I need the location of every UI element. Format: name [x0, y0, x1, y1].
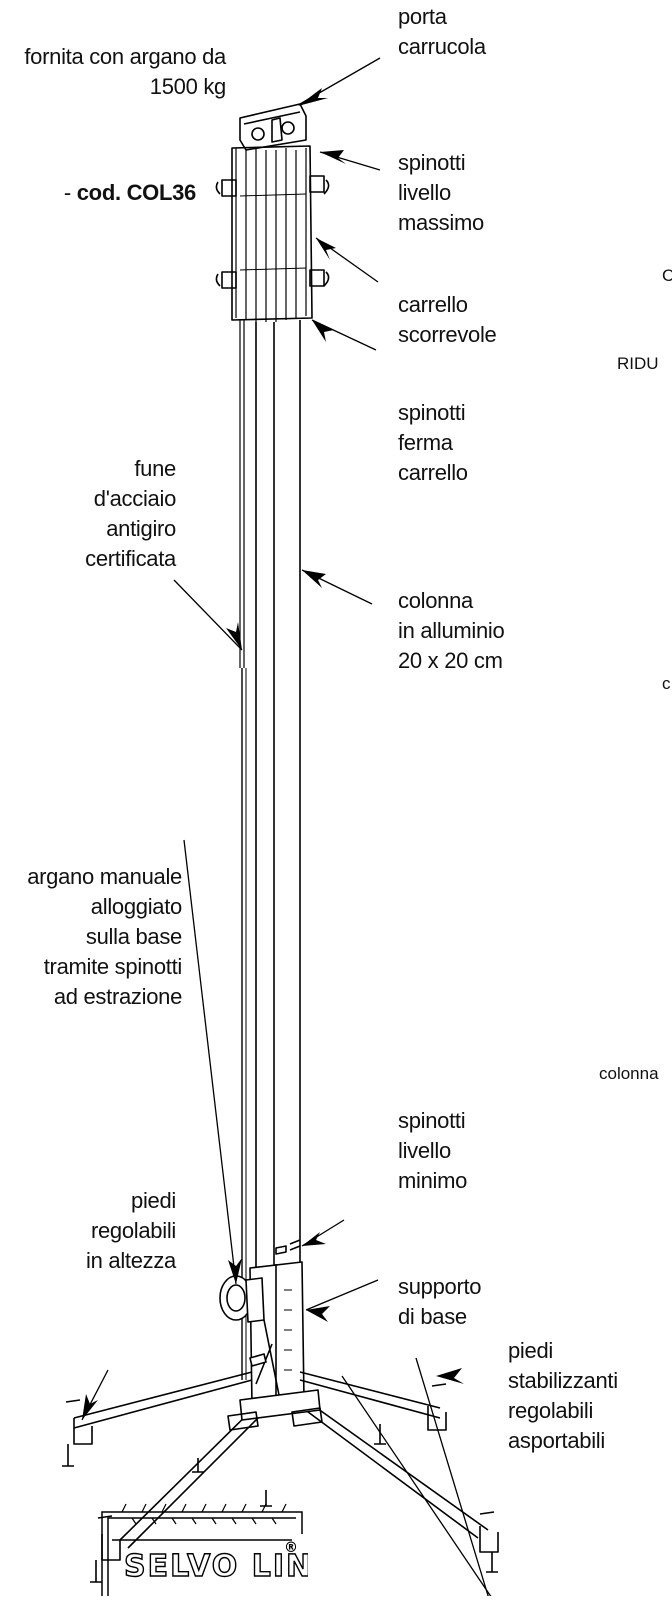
- registered-mark: ®: [284, 1540, 298, 1556]
- pulley-holder: [239, 103, 307, 151]
- logo-frame-icon: SELVO LINE ®: [101, 1503, 334, 1596]
- selvo-line-logo: SELVO LINE ®: [96, 1500, 334, 1596]
- cut-text-2: RIDU: [617, 354, 659, 373]
- pulley-holder-label: porta carrucola: [398, 4, 486, 59]
- logo-text: SELVO LINE: [124, 1549, 308, 1584]
- stabilizer-feet-label: piedi stabilizzanti regolabili asportabi…: [508, 1338, 618, 1453]
- sliding-carriage: [215, 145, 330, 322]
- pins: [275, 1239, 301, 1255]
- feet: [62, 1383, 498, 1583]
- code-prefix: -: [63, 180, 77, 205]
- cut-text-3: c: [662, 674, 671, 693]
- min-level-pins-label: spinotti livello minimo: [398, 1108, 468, 1193]
- base-arms: [73, 1371, 499, 1561]
- max-level-pins-label: spinotti livello massimo: [398, 150, 484, 235]
- sliding-carriage-label: carrello scorrevole: [398, 292, 497, 347]
- base-support-label: supporto di base: [398, 1274, 482, 1329]
- aluminium-column-label: colonna in alluminio 20 x 20 cm: [398, 588, 505, 673]
- winch-capacity-label: fornita con argano da 1500 kg: [24, 44, 226, 99]
- code-label: - cod. COL36: [0, 178, 196, 208]
- adjustable-feet-label: piedi regolabili in altezza: [86, 1188, 176, 1273]
- arrow-heads: [82, 88, 464, 1420]
- column-body: [239, 320, 301, 1410]
- steel-cable-label: fune d'acciaio antigiro certificata: [85, 456, 176, 571]
- cut-text-1: C: [662, 266, 672, 285]
- product-code: cod. COL36: [76, 180, 197, 205]
- cut-text-4: colonna: [599, 1064, 659, 1083]
- manual-winch-label: argano manuale alloggiato sulla base tra…: [27, 864, 182, 1009]
- carriage-stop-pins-label: spinotti ferma carrello: [398, 400, 468, 485]
